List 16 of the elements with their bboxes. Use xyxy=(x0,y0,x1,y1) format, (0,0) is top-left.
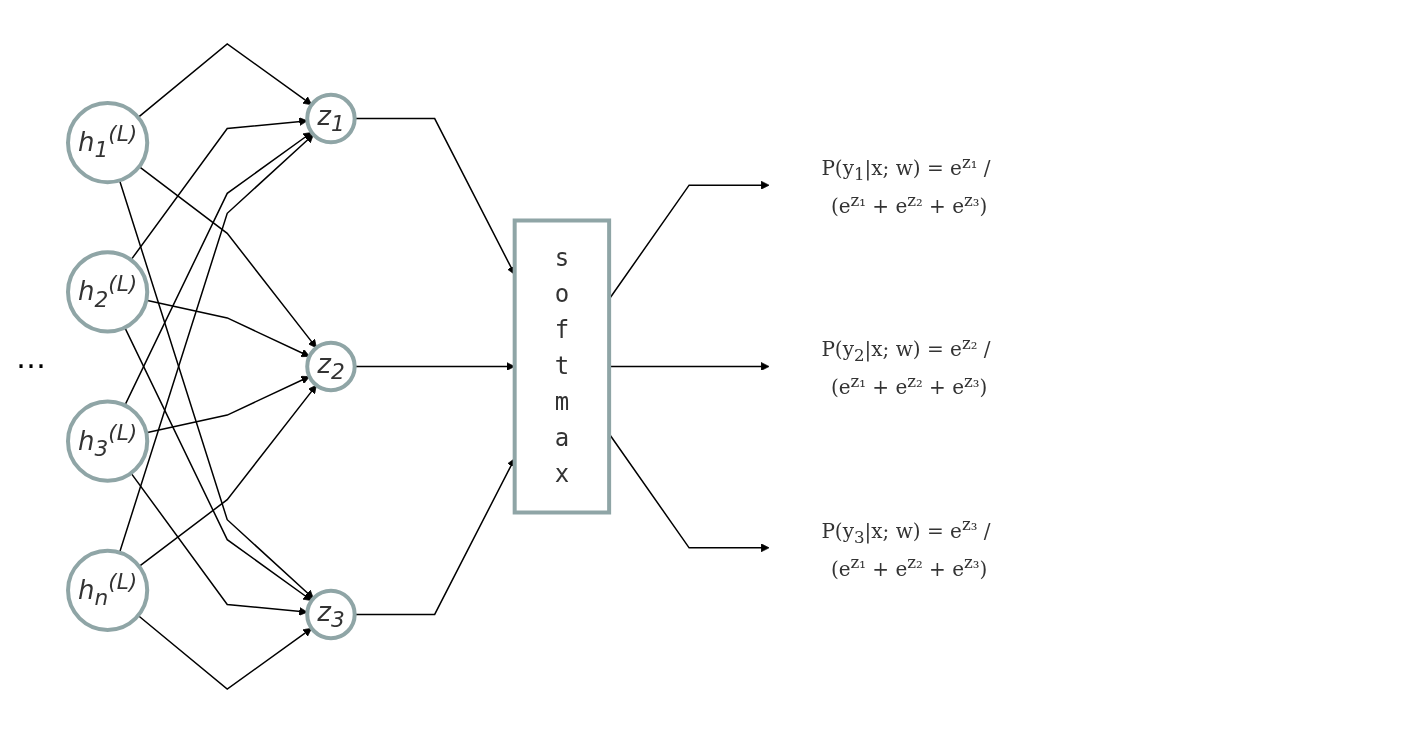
node-circle: z$_{2}$ xyxy=(305,340,357,393)
node-circle: z$_{1}$ xyxy=(305,92,357,145)
arrow xyxy=(138,384,317,568)
arrow xyxy=(124,326,313,601)
node-text: P(y$_{1}$|x; w) = e$^{z₁}$ / (e$^{z₁}$ + e$^{z₂}$ + e$^{z₃}$) xyxy=(821,152,991,218)
arrow xyxy=(138,165,317,349)
arrow xyxy=(137,614,313,690)
arrow xyxy=(118,134,314,554)
node-circle: z$_{3}$ xyxy=(305,588,357,641)
arrow xyxy=(118,179,314,599)
arrow xyxy=(137,43,313,119)
ellipsis-text: … xyxy=(16,340,46,375)
arrow xyxy=(124,132,313,407)
node-box: softmax xyxy=(512,218,612,515)
node-text: P(y$_{2}$|x; w) = e$^{z₂}$ / (e$^{z₁}$ + e$^{z₂}$ + e$^{z₃}$) xyxy=(821,333,991,400)
node-text: P(y$_{3}$|x; w) = e$^{z₃}$ / (e$^{z₁}$ + e$^{z₂}$ + e$^{z₃}$) xyxy=(821,515,991,581)
